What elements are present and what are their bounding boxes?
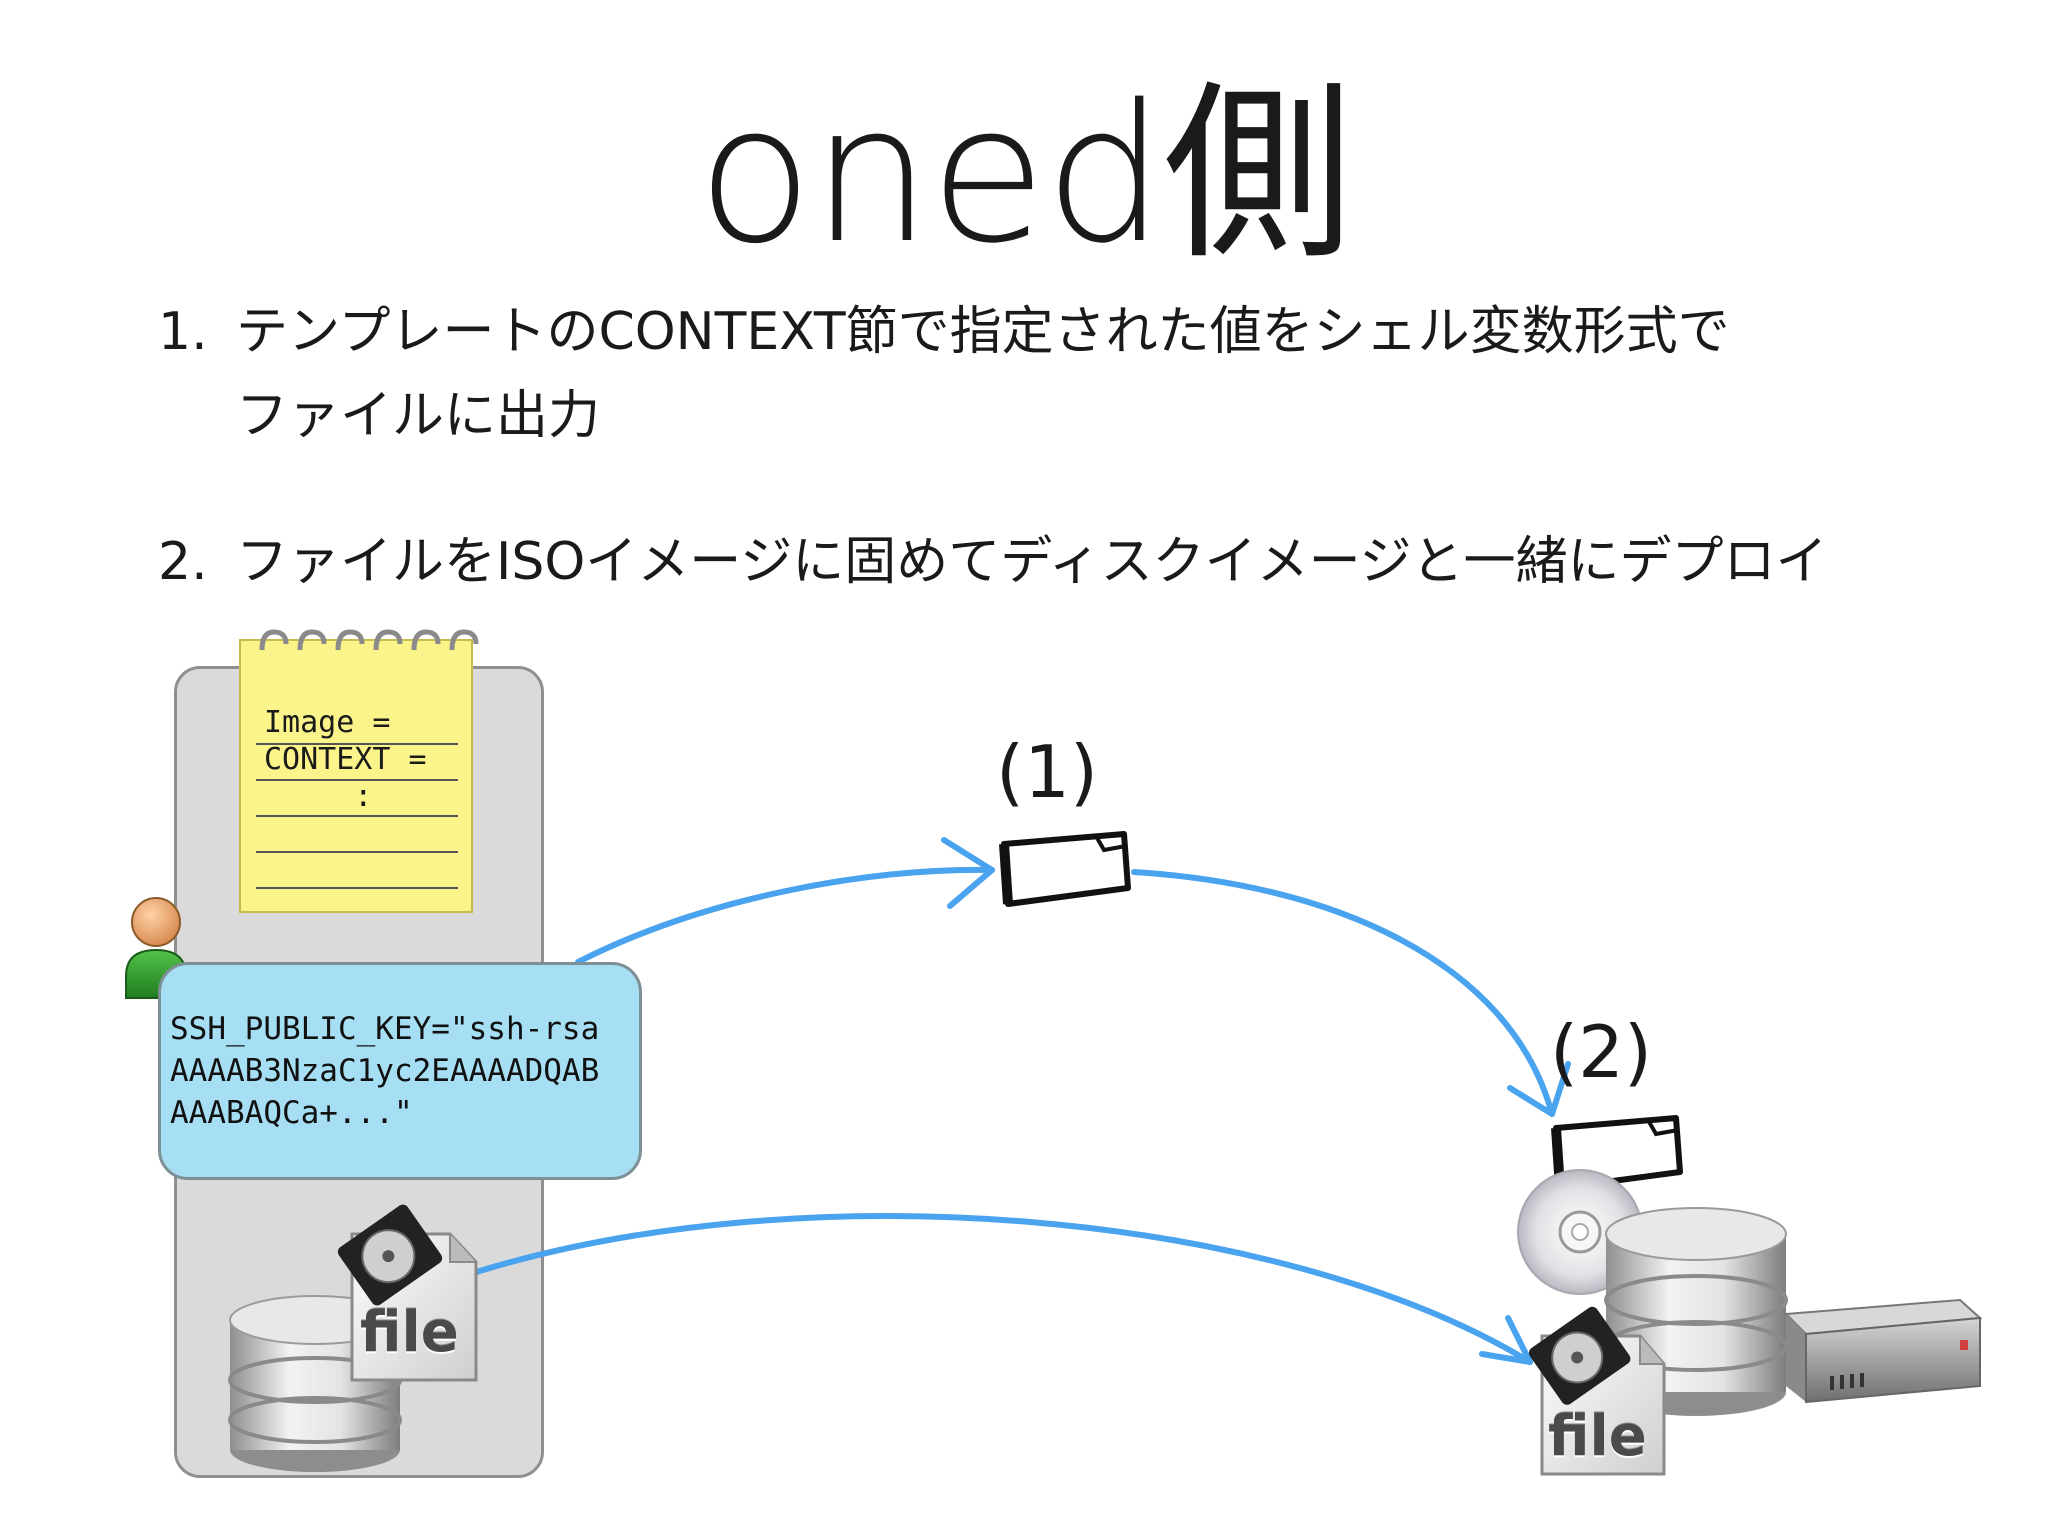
step-1-number: 1.: [158, 302, 208, 362]
arrow-file-to-iso: [1131, 869, 1571, 1117]
step-1-line-2: ファイルに出力: [236, 386, 601, 446]
note-line-ellipsis: :: [264, 779, 373, 814]
context-bubble-text: SSH_PUBLIC_KEY="ssh-rsa AAAAB3NzaC1yc2EA…: [170, 1008, 599, 1134]
file-label-right: file: [1548, 1404, 1647, 1469]
bubble-line-3: AAABAQCa+...": [170, 1095, 413, 1131]
step-1-text: テンプレートのCONTEXT節で指定された値をシェル変数形式で ファイルに出力: [236, 290, 1730, 458]
hard-disk-file-icon: [337, 1204, 478, 1382]
note-line-image: Image =: [264, 705, 391, 740]
arrow-disk-image-to-target: [467, 1213, 1533, 1365]
template-notepad-text: Image = CONTEXT = :: [264, 704, 427, 815]
step-2: 2. ファイルをISOイメージに固めてディスクイメージと一緒にデプロイ: [158, 520, 1958, 610]
notepad-icon: [239, 629, 479, 913]
note-line-context: CONTEXT =: [264, 742, 427, 777]
server-box-icon: [1783, 1298, 1983, 1404]
page-title: oned側: [696, 64, 1353, 285]
bubble-line-2: AAAAB3NzaC1yc2EAAAADQAB: [170, 1053, 600, 1089]
file-label-left: file: [360, 1300, 459, 1365]
step-1-line-1: テンプレートのCONTEXT節で指定された値をシェル変数形式で: [236, 302, 1730, 362]
hard-disk-file-icon: [1528, 1306, 1666, 1476]
arrow-template-to-file: [575, 837, 995, 965]
step-2-line-1: ファイルをISOイメージに固めてディスクイメージと一緒にデプロイ: [236, 532, 1828, 592]
step-1: 1. テンプレートのCONTEXT節で指定された値をシェル変数形式で ファイルに…: [158, 290, 1958, 460]
marker-2: (2): [1550, 1010, 1652, 1094]
step-2-number: 2.: [158, 532, 208, 592]
document-icon: [999, 831, 1131, 907]
marker-1: (1): [996, 730, 1098, 814]
step-2-text: ファイルをISOイメージに固めてディスクイメージと一緒にデプロイ: [236, 520, 1828, 604]
context-bubble: [158, 962, 642, 1180]
database-icon: [1604, 1207, 1788, 1416]
bubble-line-1: SSH_PUBLIC_KEY="ssh-rsa: [170, 1011, 600, 1047]
